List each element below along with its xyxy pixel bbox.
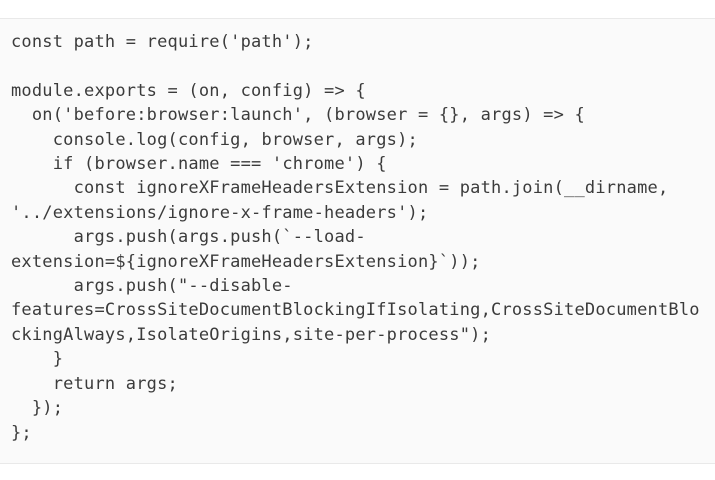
code-content: const path = require('path'); module.exp… <box>11 32 700 443</box>
code-block: const path = require('path'); module.exp… <box>0 18 715 464</box>
